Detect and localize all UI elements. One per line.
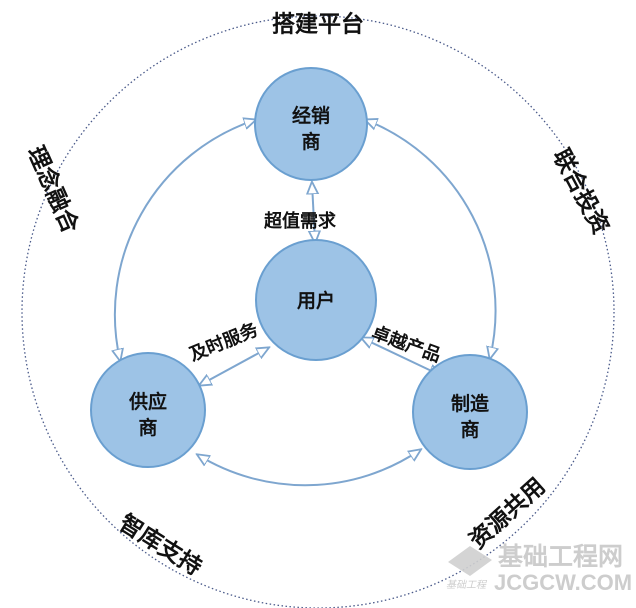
link-dealer-user — [312, 183, 315, 242]
node-manufacturer-line2: 商 — [460, 418, 479, 441]
arc-supplier-manufacturer — [198, 450, 420, 487]
watermark-en: JCGCW.COM — [494, 570, 632, 595]
node-manufacturer-line1: 制造 — [451, 392, 490, 415]
node-dealer-line1: 经销 — [292, 104, 330, 127]
node-manufacturer: 制造 商 — [412, 354, 528, 470]
label-supplier-user: 及时服务 — [186, 318, 262, 366]
arc-dealer-supplier — [115, 120, 255, 360]
node-supplier: 供应 商 — [90, 352, 206, 468]
node-dealer-line2: 商 — [301, 130, 320, 153]
outer-label-top: 搭建平台 — [272, 11, 364, 38]
link-supplier-user — [200, 348, 268, 385]
label-dealer-user: 超值需求 — [264, 210, 337, 232]
outer-label-left: 理念融合 — [22, 142, 84, 238]
outer-dotted-ring — [21, 15, 615, 608]
link-user-manufacturer — [362, 338, 440, 375]
arc-dealer-manufacturer — [366, 120, 496, 358]
node-supplier-line2: 商 — [138, 416, 157, 439]
node-user-label: 用户 — [297, 289, 335, 312]
outer-label-right: 联合投资 — [547, 145, 614, 239]
node-dealer: 经销 商 — [254, 67, 368, 181]
node-user: 用户 — [255, 239, 377, 361]
watermark-logo-icon — [448, 546, 492, 576]
watermark-logo: 基础工程网 基础工程 JCGCW.COM — [446, 542, 632, 595]
outer-label-bottom-left: 智库支持 — [114, 509, 206, 581]
watermark-small: 基础工程 — [446, 579, 488, 591]
watermark-cn: 基础工程网 — [498, 542, 623, 571]
node-supplier-line1: 供应 — [128, 390, 167, 413]
